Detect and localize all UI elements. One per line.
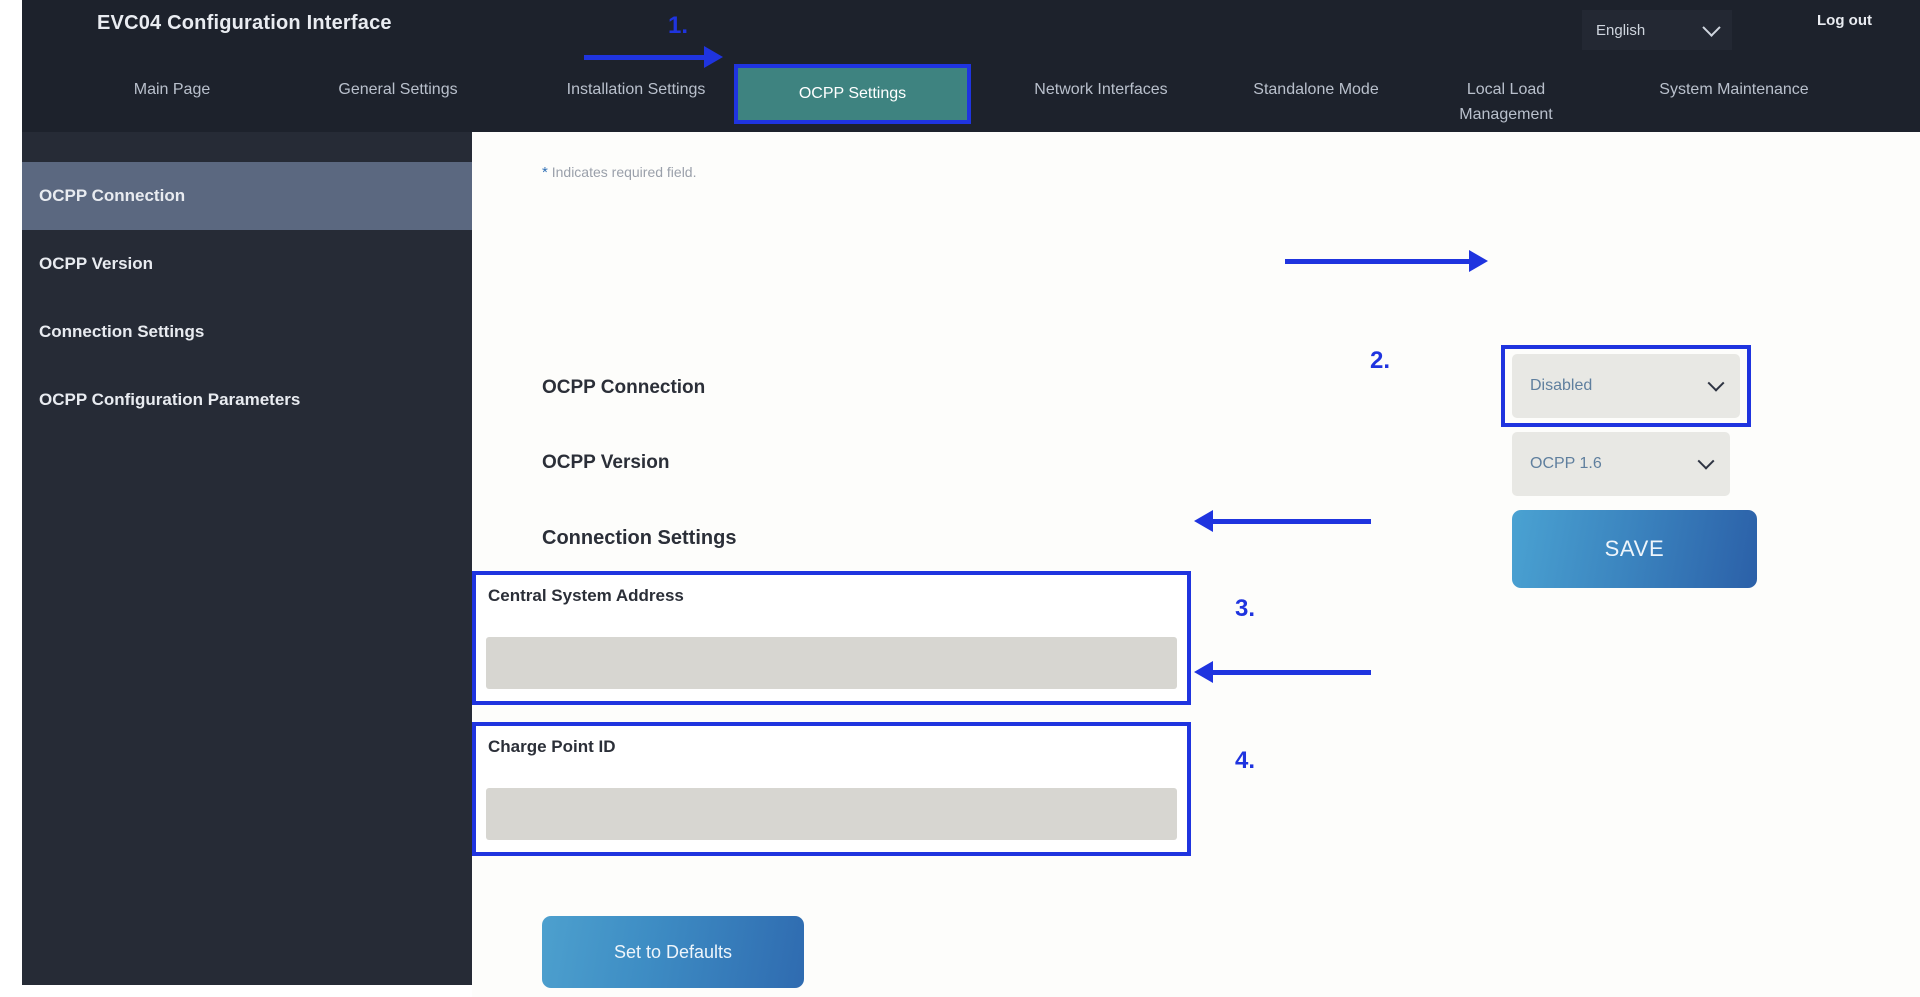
language-label: English bbox=[1596, 21, 1646, 39]
tab-system-maintenance[interactable]: System Maintenance bbox=[1659, 81, 1809, 98]
annotation-arrow-3 bbox=[1194, 510, 1371, 532]
sidebar-spacer bbox=[22, 132, 472, 162]
tab-local-load-management[interactable]: Local Load Management bbox=[1459, 81, 1553, 123]
annotation-number-1: 1. bbox=[668, 12, 689, 39]
chevron-down-icon bbox=[1707, 374, 1725, 392]
save-button[interactable]: SAVE bbox=[1512, 510, 1757, 588]
charge-point-id-input[interactable] bbox=[486, 788, 1177, 840]
annotation-arrow-1 bbox=[584, 46, 723, 68]
required-asterisk: * bbox=[542, 164, 548, 181]
chevron-down-icon bbox=[1702, 17, 1721, 37]
tab-ocpp-settings-label: OCPP Settings bbox=[738, 68, 967, 120]
chevron-down-icon bbox=[1697, 452, 1715, 470]
ocpp-connection-dropdown-value: Disabled bbox=[1530, 377, 1593, 394]
page-title: EVC04 Configuration Interface bbox=[97, 12, 392, 34]
section-title-connection-settings: Connection Settings bbox=[542, 527, 737, 549]
tab-standalone-mode[interactable]: Standalone Mode bbox=[1253, 81, 1379, 98]
sidebar-item-ocpp-connection[interactable]: OCPP Connection bbox=[22, 162, 472, 230]
tab-main-page[interactable]: Main Page bbox=[133, 81, 211, 98]
central-system-address-input[interactable] bbox=[486, 637, 1177, 689]
label-ocpp-connection: OCPP Connection bbox=[542, 377, 706, 398]
tab-installation-settings[interactable]: Installation Settings bbox=[566, 81, 706, 98]
central-system-address-label: Central System Address bbox=[488, 586, 684, 605]
charge-point-id-group: Charge Point ID bbox=[476, 726, 1187, 852]
app-header: EVC04 Configuration Interface English Lo… bbox=[22, 0, 1920, 132]
tab-ocpp-settings[interactable]: OCPP Settings bbox=[734, 64, 971, 124]
language-selector[interactable]: English bbox=[1582, 10, 1732, 50]
sidebar-item-ocpp-configuration-parameters[interactable]: OCPP Configuration Parameters bbox=[39, 390, 301, 409]
label-ocpp-version: OCPP Version bbox=[542, 452, 670, 473]
required-field-note-text: Indicates required field. bbox=[551, 164, 697, 180]
ocpp-connection-dropdown[interactable]: Disabled bbox=[1512, 354, 1740, 418]
sidebar-item-connection-settings[interactable]: Connection Settings bbox=[39, 322, 205, 341]
main-content: * Indicates required field. OCPP Connect… bbox=[472, 132, 1920, 997]
required-field-note: * Indicates required field. bbox=[542, 164, 697, 181]
central-system-address-group: Central System Address bbox=[476, 575, 1187, 701]
sidebar-item-ocpp-version[interactable]: OCPP Version bbox=[39, 254, 154, 273]
tab-network-interfaces[interactable]: Network Interfaces bbox=[1034, 81, 1168, 98]
annotation-number-4: 4. bbox=[1235, 747, 1256, 774]
annotation-number-3: 3. bbox=[1235, 595, 1256, 622]
main-tab-bar: Main Page General Settings Installation … bbox=[22, 62, 1920, 132]
annotation-number-2: 2. bbox=[1370, 347, 1391, 374]
annotation-arrow-2 bbox=[1285, 250, 1488, 272]
ocpp-version-dropdown-value: OCPP 1.6 bbox=[1530, 455, 1602, 472]
annotation-arrow-4 bbox=[1194, 661, 1371, 683]
set-to-defaults-button[interactable]: Set to Defaults bbox=[542, 916, 804, 988]
ocpp-version-dropdown[interactable]: OCPP 1.6 bbox=[1512, 432, 1730, 496]
tab-general-settings[interactable]: General Settings bbox=[338, 81, 458, 98]
sidebar: OCPP Connection OCPP Version Connection … bbox=[22, 132, 472, 985]
logout-button[interactable]: Log out bbox=[1817, 12, 1872, 29]
charge-point-id-label: Charge Point ID bbox=[488, 737, 616, 756]
